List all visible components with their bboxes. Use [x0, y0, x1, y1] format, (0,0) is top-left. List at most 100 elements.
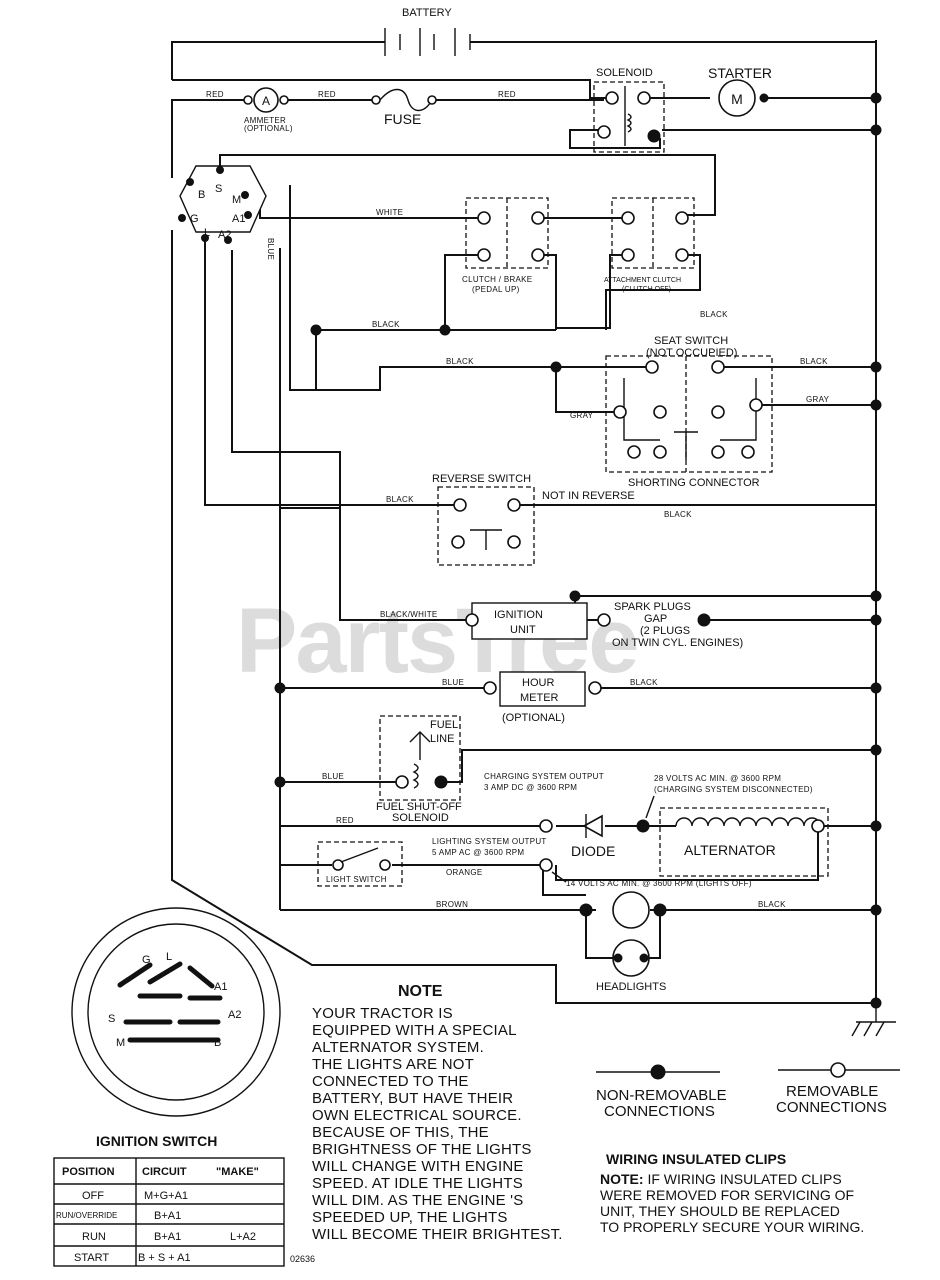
wiring-clips-note: WIRING INSULATED CLIPS NOTE: IF WIRING I…	[600, 1151, 864, 1235]
note-block: NOTE YOUR TRACTOR IS EQUIPPED WITH A SPE…	[312, 983, 563, 1243]
ignition-switch-table: IGNITION SWITCH POSITION CIRCUIT "MAKE" …	[53, 1133, 285, 1267]
attachment-clutch-state: (CLUTCH OFF)	[622, 286, 671, 293]
alternator-label: ALTERNATOR	[684, 842, 776, 858]
wire-label: BLACK	[700, 310, 728, 319]
solenoid-label: SOLENOID	[596, 67, 653, 79]
wire-label: BLACK	[664, 510, 692, 519]
charging-rating-label: 3 AMP DC @ 3600 RPM	[484, 783, 577, 792]
clips-line: UNIT, THEY SHOULD BE REPLACED	[600, 1203, 840, 1219]
alternator: ALTERNATOR	[659, 807, 829, 877]
seat-switch-state: (NOT OCCUPIED)	[646, 347, 737, 359]
note-line: BRIGHTNESS OF THE LIGHTS	[312, 1141, 532, 1158]
wire-label: RED	[206, 90, 224, 99]
note-line: SPEEDED UP, THE LIGHTS	[312, 1209, 508, 1226]
switch-terminal-l: L	[166, 951, 172, 963]
charging-system: DIODE CHARGING SYSTEM OUTPUT 3 AMP DC @ …	[432, 772, 813, 888]
wire-label: RED	[498, 90, 516, 99]
ammeter-label: AMMETER	[244, 116, 286, 125]
clips-line: IF WIRING INSULATED CLIPS	[644, 1171, 842, 1187]
ammeter-optional: (OPTIONAL)	[244, 124, 293, 133]
wire-label: GRAY	[570, 411, 594, 420]
fuel-shutoff-l1: FUEL SHUT-OFF	[376, 801, 462, 813]
wire-label: BLUE	[322, 772, 344, 781]
light-switch: LIGHT SWITCH	[317, 841, 403, 887]
legend-removable-l2: CONNECTIONS	[776, 1099, 887, 1116]
headlights: HEADLIGHTS	[579, 891, 667, 993]
table-header: "MAKE"	[216, 1166, 259, 1178]
clips-line: TO PROPERLY SECURE YOUR WIRING.	[600, 1219, 864, 1235]
battery-label: BATTERY	[402, 7, 452, 19]
note-line: YOUR TRACTOR IS	[312, 1005, 453, 1022]
attachment-clutch-label: ATTACHMENT CLUTCH	[604, 277, 681, 284]
wire-label: BLACK	[630, 678, 658, 687]
charging-output-label: CHARGING SYSTEM OUTPUT	[484, 772, 604, 781]
svg-text:NOTE: IF WIRING INSULATED CLIP: NOTE: IF WIRING INSULATED CLIPS	[600, 1171, 842, 1187]
volts-28-label: 28 VOLTS AC MIN. @ 3600 RPM	[654, 774, 781, 783]
not-in-reverse-label: NOT IN REVERSE	[542, 490, 635, 502]
starter-label: STARTER	[708, 65, 772, 81]
table-cell-make: L+A2	[230, 1231, 256, 1243]
hour-meter-l1: HOUR	[522, 677, 554, 689]
wire-label: GRAY	[806, 395, 830, 404]
light-switch-label: LIGHT SWITCH	[326, 875, 387, 884]
two-plugs-label: (2 PLUGS	[640, 625, 690, 637]
note-line: EQUIPPED WITH A SPECIAL	[312, 1022, 517, 1039]
table-cell-position: OFF	[82, 1190, 104, 1202]
table-cell-position: START	[74, 1252, 109, 1264]
wire-label: BLACK	[446, 357, 474, 366]
wires	[171, 40, 896, 1037]
connection-legend: NON-REMOVABLE CONNECTIONS REMOVABLE CONN…	[596, 1062, 900, 1120]
wire-label: BROWN	[436, 900, 468, 909]
solenoid: SOLENOID	[593, 67, 665, 153]
fuel-label: FUEL	[430, 719, 458, 731]
junctions	[274, 92, 882, 1009]
table-cell-position: RUN	[82, 1231, 106, 1243]
terminal-b: B	[198, 189, 205, 201]
terminal-a2: A2	[218, 229, 231, 241]
fuel-shutoff-l2: SOLENOID	[392, 812, 449, 824]
switch-terminal-b: B	[214, 1037, 221, 1049]
hour-meter: HOUR METER (OPTIONAL)	[483, 671, 602, 724]
note-line: BATTERY, BUT HAVE THEIR	[312, 1090, 513, 1107]
fuse: FUSE	[371, 88, 437, 127]
reverse-switch-label: REVERSE SWITCH	[432, 473, 531, 485]
motor-symbol: M	[731, 91, 743, 107]
wire-label: BLUE	[266, 238, 275, 260]
fuel-shutoff-solenoid: FUEL LINE FUEL SHUT-OFF SOLENOID	[376, 715, 462, 824]
spark-plugs-label: SPARK PLUGS	[614, 601, 691, 613]
hour-meter-l2: METER	[520, 692, 559, 704]
note-line: WILL BECOME THEIR BRIGHTEST.	[312, 1226, 563, 1243]
ignition-switch-face: G L A1 A2 S M B	[71, 907, 281, 1117]
volts-14-label: 14 VOLTS AC MIN. @ 3600 RPM (LIGHTS OFF)	[566, 879, 752, 888]
terminal-a1: A1	[232, 213, 245, 225]
wire-label: BLUE	[442, 678, 464, 687]
lighting-rating-label: 5 AMP AC @ 3600 RPM	[432, 848, 524, 857]
wire-label: WHITE	[376, 208, 403, 217]
note-line: CONNECTED TO THE	[312, 1073, 469, 1090]
charging-disconnected-label: (CHARGING SYSTEM DISCONNECTED)	[654, 785, 813, 794]
note-title: NOTE	[398, 983, 443, 1000]
seat-switch: SEAT SWITCH (NOT OCCUPIED) SHORTING CONN…	[605, 335, 773, 489]
clutch-brake-label: CLUTCH / BRAKE	[462, 275, 532, 284]
note-line: OWN ELECTRICAL SOURCE.	[312, 1107, 522, 1124]
ignition-unit-l2: UNIT	[510, 624, 536, 636]
clutch-brake-state: (PEDAL UP)	[472, 285, 520, 294]
table-cell-position: RUN/OVERRIDE	[56, 1211, 117, 1220]
wire-label: BLACK	[386, 495, 414, 504]
note-line: BECAUSE OF THIS, THE	[312, 1124, 489, 1141]
wire-labels: RED RED RED WHITE BLUE BLACK BLACK BLACK…	[206, 90, 830, 909]
note-line: THE LIGHTS ARE NOT	[312, 1056, 474, 1073]
fuse-label: FUSE	[384, 111, 421, 127]
note-line: WILL DIM. AS THE ENGINE 'S	[312, 1192, 523, 1209]
wire-label: BLACK/WHITE	[380, 610, 438, 619]
hour-meter-optional: (OPTIONAL)	[502, 712, 565, 724]
switch-terminal-g: G	[142, 954, 151, 966]
switch-terminal-a2: A2	[228, 1009, 241, 1021]
legend-removable-l1: REMOVABLE	[786, 1083, 878, 1100]
ignition-switch-title: IGNITION SWITCH	[96, 1133, 217, 1149]
table-cell-circuit: B+A1	[154, 1231, 181, 1243]
ammeter-symbol: A	[262, 94, 270, 108]
starter: M STARTER	[708, 65, 772, 117]
wire-label: RED	[318, 90, 336, 99]
